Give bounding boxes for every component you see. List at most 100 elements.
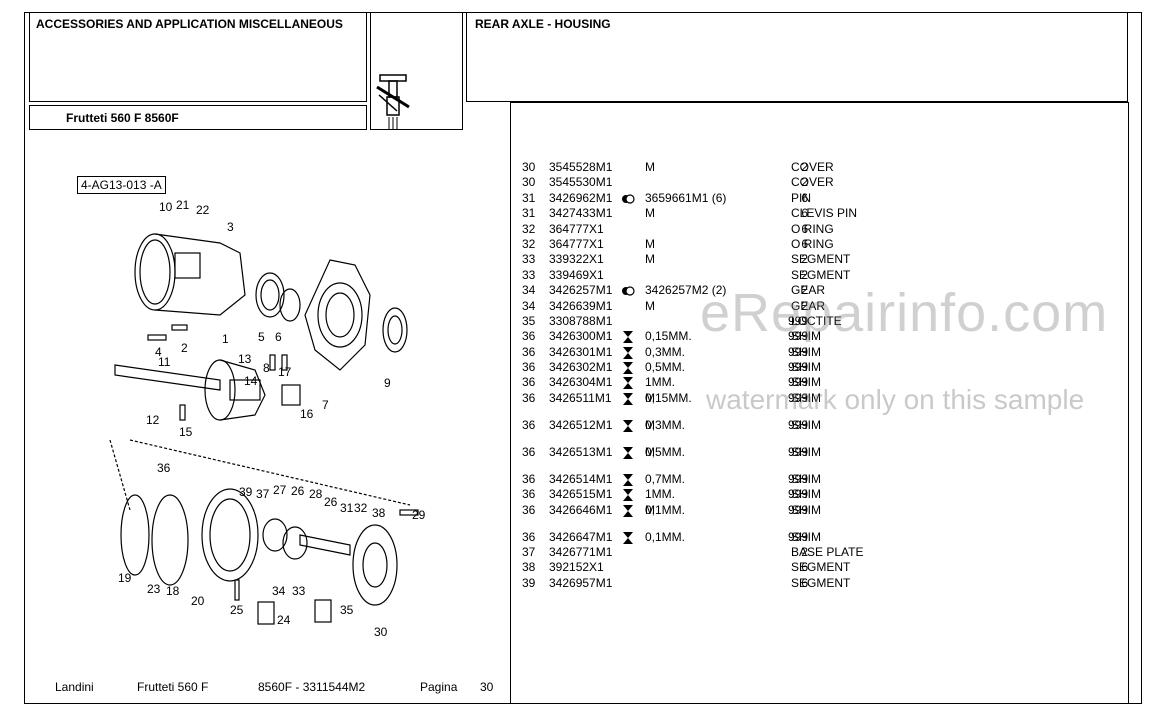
- hourglass-icon: [621, 531, 635, 548]
- hand-tool-icon: [376, 74, 410, 129]
- hourglass-icon: [621, 419, 635, 436]
- callout-21: 21: [176, 198, 190, 212]
- note-cell: 1MM.: [645, 487, 675, 502]
- description-cell: LOCTITE: [791, 313, 842, 328]
- part-number-cell: 392152X1: [549, 560, 604, 575]
- callout-37: 37: [256, 487, 270, 501]
- quantity-cell: 999: [787, 471, 808, 486]
- callout-15: 15: [179, 425, 193, 439]
- ref-cell: 36: [522, 487, 536, 502]
- callout-35: 35: [340, 603, 354, 617]
- callout-7: 7: [322, 398, 329, 412]
- note-cell: 0,15MM.: [645, 390, 692, 405]
- note-cell: M: [645, 252, 655, 267]
- quantity-cell: 999: [787, 390, 808, 405]
- ref-cell: 36: [522, 444, 536, 459]
- quantity-cell: 2: [801, 252, 808, 267]
- exploded-view-drawing: [109, 233, 419, 625]
- quantity-cell: 6: [801, 190, 808, 205]
- ref-cell: 32: [522, 236, 536, 251]
- ref-cell: 30: [522, 160, 536, 174]
- part-number-cell: 339322X1: [549, 252, 604, 267]
- footer-brand: Landini: [55, 680, 94, 694]
- part-number-cell: 339469X1: [549, 267, 604, 282]
- quantity-cell: 2: [801, 283, 808, 298]
- description-cell: GEAR: [791, 298, 826, 313]
- quantity-cell: 999: [787, 329, 808, 344]
- quantity-cell: 999: [787, 487, 808, 502]
- part-number-cell: 3426962M1: [549, 190, 613, 205]
- note-cell: M: [645, 298, 655, 313]
- description-cell: SHIM: [791, 360, 821, 375]
- ref-cell: 34: [522, 283, 536, 298]
- quantity-cell: 999: [787, 444, 808, 459]
- ref-cell: 30: [522, 175, 536, 190]
- description-cell: COVER: [791, 175, 834, 190]
- ref-cell: 36: [522, 502, 536, 517]
- note-cell: 0,7MM.: [645, 471, 686, 486]
- right-edge-line: [1128, 102, 1129, 704]
- ref-cell: 36: [522, 344, 536, 359]
- callout-36: 36: [157, 461, 171, 475]
- symbol-box: [370, 12, 463, 130]
- callout-11: 11: [158, 355, 171, 369]
- part-number-cell: 3426301M1: [549, 344, 613, 359]
- part-number-cell: 3426513M1: [549, 444, 613, 459]
- callout-3: 3: [227, 220, 234, 234]
- part-number-cell: 3426300M1: [549, 329, 613, 344]
- hourglass-icon: [621, 392, 635, 409]
- callout-23: 23: [147, 582, 161, 596]
- quantity-cell: 2: [801, 267, 808, 282]
- hourglass-icon: [621, 504, 635, 521]
- watermark-note: watermark only on this sample: [706, 384, 1085, 415]
- part-number-cell: 3426647M1: [549, 529, 613, 544]
- description-cell: SEGMENT: [791, 267, 851, 282]
- quantity-cell: 6: [801, 206, 808, 221]
- callout-26a: 26: [291, 484, 305, 498]
- note-cell: 0,5MM.: [645, 444, 686, 459]
- ref-cell: 34: [522, 298, 536, 313]
- quantity-cell: 2: [801, 160, 808, 174]
- callout-29: 29: [412, 508, 426, 522]
- ref-cell: 33: [522, 252, 536, 267]
- callout-2: 2: [181, 341, 188, 355]
- note-cell: 3426257M2 (2): [645, 283, 727, 298]
- description-cell: BASE PLATE: [791, 545, 864, 560]
- callout-24: 24: [277, 613, 291, 627]
- quantity-cell: 999: [787, 344, 808, 359]
- quantity-cell: 2: [801, 298, 808, 313]
- watermark-site: eRepairinfo.com: [700, 283, 1109, 343]
- part-number-cell: 364777X1: [549, 221, 604, 236]
- left-column-divider: [510, 102, 511, 704]
- callout-13: 13: [238, 352, 252, 366]
- callout-17: 17: [278, 365, 292, 379]
- note-second-line: M: [645, 444, 655, 459]
- description-cell: SHIM: [791, 417, 821, 432]
- callout-18: 18: [166, 584, 180, 598]
- ref-cell: 36: [522, 417, 536, 432]
- part-number-cell: 3426302M1: [549, 360, 613, 375]
- hourglass-icon: [621, 362, 635, 378]
- description-cell: SHIM: [791, 487, 821, 502]
- note-cell: 0,3MM.: [645, 344, 686, 359]
- note-cell: 0,15MM.: [645, 329, 692, 344]
- callout-30: 30: [374, 625, 388, 639]
- part-number-cell: 3545530M1: [549, 175, 613, 190]
- footer-code: 8560F - 3311544M2: [258, 680, 366, 694]
- quantity-cell: 999: [787, 313, 808, 328]
- callout-14: 14: [244, 374, 258, 388]
- note-second-line: M: [645, 502, 655, 517]
- ref-cell: 37: [522, 545, 536, 560]
- callout-16: 16: [300, 407, 314, 421]
- note-cell: 0,1MM.: [645, 502, 686, 517]
- quantity-cell: 6: [801, 236, 808, 251]
- callout-10: 10: [159, 200, 173, 214]
- description-cell: SEGMENT: [791, 252, 851, 267]
- description-cell: SHIM: [791, 329, 821, 344]
- left-title-box: ACCESSORIES AND APPLICATION MISCELLANEOU…: [29, 12, 367, 102]
- callout-4: 4: [155, 345, 162, 359]
- callout-31: 31: [340, 501, 354, 515]
- callout-33: 33: [292, 584, 306, 598]
- part-number-cell: 3426957M1: [549, 575, 613, 590]
- hourglass-icon: [621, 446, 635, 463]
